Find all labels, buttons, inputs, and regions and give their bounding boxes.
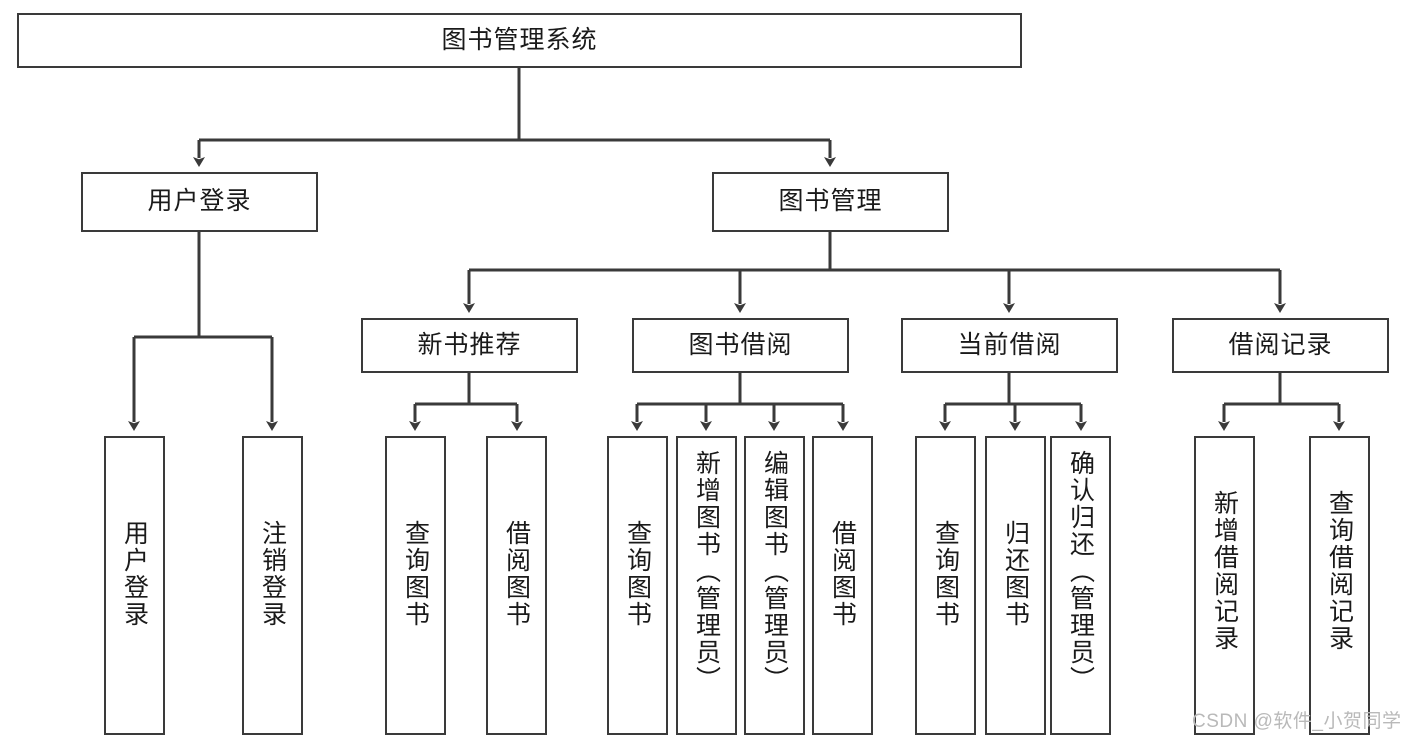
node-leaf-borrow-book-rec[interactable]: 借阅图书 — [486, 436, 547, 735]
node-leaf-borrow-book-label: 借阅图书 — [828, 520, 857, 628]
node-leaf-logout[interactable]: 注销登录 — [242, 436, 303, 735]
node-leaf-add-record[interactable]: 新增借阅记录 — [1194, 436, 1255, 735]
node-leaf-query-book-borrow-label: 查询图书 — [623, 520, 652, 628]
node-leaf-query-book-rec-label: 查询图书 — [401, 520, 430, 628]
node-root-label: 图书管理系统 — [441, 25, 598, 54]
node-book-borrow-label: 图书借阅 — [688, 330, 793, 359]
node-leaf-edit-book[interactable]: 编辑图书（管理员） — [744, 436, 805, 735]
node-leaf-query-book-rec[interactable]: 查询图书 — [385, 436, 446, 735]
node-new-book-rec-label: 新书推荐 — [417, 330, 522, 359]
node-user-login-label: 用户登录 — [147, 187, 252, 216]
node-root[interactable]: 图书管理系统 — [17, 13, 1022, 68]
node-leaf-return-book[interactable]: 归还图书 — [985, 436, 1046, 735]
node-leaf-confirm-return[interactable]: 确认归还（管理员） — [1050, 436, 1111, 735]
node-leaf-query-book-cur[interactable]: 查询图书 — [915, 436, 976, 735]
node-current-borrow-label: 当前借阅 — [957, 330, 1062, 359]
node-leaf-add-record-label: 新增借阅记录 — [1210, 490, 1239, 652]
node-book-manage[interactable]: 图书管理 — [712, 172, 949, 232]
node-leaf-user-login[interactable]: 用户登录 — [104, 436, 165, 735]
node-leaf-logout-label: 注销登录 — [258, 520, 287, 628]
node-new-book-rec[interactable]: 新书推荐 — [361, 318, 578, 373]
node-leaf-confirm-return-label: 确认归还（管理员） — [1066, 450, 1095, 693]
node-leaf-add-book[interactable]: 新增图书（管理员） — [676, 436, 737, 735]
node-leaf-user-login-label: 用户登录 — [120, 520, 149, 628]
node-leaf-query-record-label: 查询借阅记录 — [1325, 490, 1354, 652]
node-leaf-query-book-borrow[interactable]: 查询图书 — [607, 436, 668, 735]
node-leaf-add-book-label: 新增图书（管理员） — [692, 450, 721, 693]
csdn-watermark: CSDN @软件_小贺同学 — [1192, 711, 1402, 732]
node-leaf-borrow-book-rec-label: 借阅图书 — [502, 520, 531, 628]
node-book-borrow[interactable]: 图书借阅 — [632, 318, 849, 373]
node-borrow-record[interactable]: 借阅记录 — [1172, 318, 1389, 373]
node-book-manage-label: 图书管理 — [778, 187, 883, 216]
node-current-borrow[interactable]: 当前借阅 — [901, 318, 1118, 373]
node-leaf-query-record[interactable]: 查询借阅记录 — [1309, 436, 1370, 735]
node-leaf-borrow-book[interactable]: 借阅图书 — [812, 436, 873, 735]
node-leaf-return-book-label: 归还图书 — [1001, 520, 1030, 628]
node-borrow-record-label: 借阅记录 — [1228, 330, 1333, 359]
node-leaf-edit-book-label: 编辑图书（管理员） — [760, 450, 789, 693]
node-leaf-query-book-cur-label: 查询图书 — [931, 520, 960, 628]
node-user-login[interactable]: 用户登录 — [81, 172, 318, 232]
